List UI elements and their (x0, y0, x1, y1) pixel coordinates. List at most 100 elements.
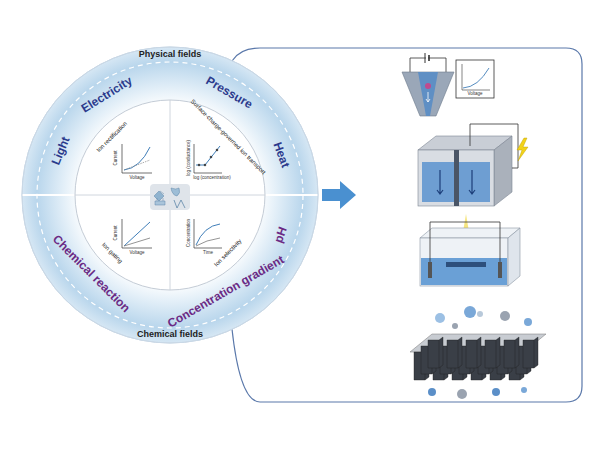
gating-plot (122, 219, 152, 248)
pillar-array-icon (452, 323, 458, 329)
field-label: pH (272, 226, 290, 246)
pillar-array-icon (464, 306, 476, 318)
membrane-cell-icon (494, 136, 512, 206)
conductance-plot (198, 164, 200, 166)
gating-plot (124, 238, 150, 246)
gating-plot (122, 219, 152, 248)
pillar-array-icon (428, 306, 532, 399)
pillar-array-icon (500, 311, 510, 321)
rectification-plot (124, 147, 150, 170)
conductance-plot (196, 146, 220, 165)
conductance-plot (204, 164, 206, 166)
pillar-array-icon (521, 387, 527, 393)
pillar-array-icon (410, 306, 546, 399)
material-structures (150, 184, 190, 210)
pillar-array-icon (504, 337, 519, 368)
gating-plot (124, 222, 150, 246)
membrane-cell-icon (437, 170, 443, 194)
selectivity-plot (194, 219, 222, 248)
nanopore-icon (402, 53, 494, 116)
material-structures (154, 191, 164, 201)
flow-arrow (322, 181, 356, 209)
pillar-array-icon (447, 337, 462, 368)
quadrant-title: Surface-charge-governed ion transport (189, 98, 267, 176)
pillar-array-icon (477, 311, 483, 317)
field-ring (22, 47, 318, 343)
nanopore-icon (425, 83, 431, 89)
rectification-plot (122, 144, 152, 173)
rectification-plot (124, 160, 150, 170)
membrane-cell-icon (469, 170, 475, 194)
axis-label: Current (114, 150, 119, 165)
field-label: Physical fields (139, 50, 202, 60)
axis-label: Voltage (129, 251, 144, 256)
ring-outline (20, 45, 320, 345)
quadrant-title: Ion rectification (95, 120, 128, 153)
pillar-array-icon (428, 337, 443, 368)
field-ring (22, 47, 318, 343)
field-label: Pressure (203, 74, 254, 111)
pillar-array-icon (485, 337, 500, 368)
field-ring: Physical fieldsLightElectricityPressureH… (20, 45, 320, 345)
field-ring (75, 100, 265, 290)
material-structures (174, 200, 185, 208)
nanopore-icon (425, 53, 426, 63)
pillar-array-icon (457, 389, 467, 399)
light-tank-icon (421, 258, 507, 285)
pillar-array-icon (435, 313, 445, 323)
light-tank-icon (446, 262, 486, 267)
pillar-array-icon (414, 337, 538, 380)
field-label: Concentration gradient (166, 253, 287, 330)
field-label: Light (49, 135, 72, 167)
axis-label: Voltage (129, 176, 144, 181)
quadrant: Surface-charge-governed ion transport (170, 100, 265, 195)
nanopore-icon (456, 60, 494, 98)
pillar-array-icon (523, 337, 538, 368)
pillar-array-icon (492, 388, 500, 396)
membrane-cell-icon (454, 150, 459, 206)
pillar-array-icon (524, 318, 532, 326)
selectivity-plot (196, 238, 220, 246)
conductance-plot (216, 149, 218, 151)
quadrant: Ion rectification (75, 100, 170, 195)
light-tank-icon (498, 262, 502, 278)
field-ring (22, 194, 75, 196)
conductance-plot (194, 144, 222, 173)
nanopore-icon (462, 64, 490, 90)
quadrant-title: Ion selectivity (213, 238, 243, 268)
nanopore-icon (426, 56, 428, 60)
axis-label: log (conductance) (187, 140, 192, 176)
light-tank-icon (420, 238, 508, 286)
axis-label: Time (203, 251, 213, 256)
pillar-array-icon (428, 388, 436, 396)
axis-label: Concentration (187, 219, 192, 247)
axis-label: Voltage (467, 92, 482, 97)
conductance-plot (210, 156, 212, 158)
nanopore-icon (463, 68, 489, 88)
light-tank-icon (430, 222, 500, 266)
membrane-cell-icon (517, 138, 528, 161)
quadrant: Ion selectivity (170, 195, 265, 290)
membrane-cell-icon (470, 124, 518, 168)
selectivity-plot (196, 224, 220, 245)
membrane-cell-icon (418, 124, 528, 206)
light-tank-icon (508, 228, 520, 286)
material-structures (171, 188, 180, 196)
nanopore-icon (426, 92, 430, 102)
field-label: Heat (270, 140, 291, 169)
flow-arrow (322, 181, 356, 209)
nanopore-icon (428, 55, 430, 61)
field-ring (265, 194, 318, 196)
material-structures (150, 184, 190, 210)
axis-label: log (concentration) (193, 176, 230, 181)
selectivity-plot (194, 219, 222, 248)
rectification-plot (122, 144, 152, 173)
field-label: Chemical reaction (50, 233, 132, 315)
light-tank-icon (420, 228, 520, 238)
quadrant: Ion gating (75, 195, 170, 290)
nanopore-icon (418, 72, 438, 116)
nanopore-icon (410, 58, 446, 72)
light-tank-icon (428, 262, 432, 278)
nanopore-icon (402, 72, 454, 116)
membrane-cell-icon (418, 150, 494, 206)
